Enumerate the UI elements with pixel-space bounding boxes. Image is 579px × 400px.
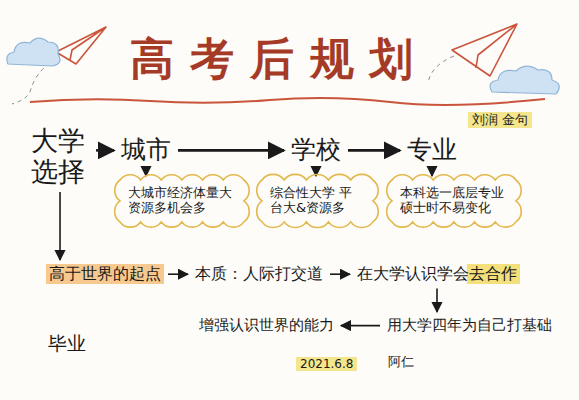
key-point: 高于世界的起点	[46, 264, 164, 284]
chain-step: 本质：人际打交道	[192, 264, 326, 284]
cloud-note: 本科选一底层专业 硕士时不易变化	[392, 180, 516, 222]
arrow-connector	[168, 273, 188, 275]
root-topic: 大学选择	[28, 124, 92, 188]
chain-step: 用大学四年为自己打基础	[384, 316, 555, 335]
node-text: 增强认识世界的能力	[199, 317, 334, 334]
arrow-connector	[436, 288, 438, 312]
title: 高考后规划	[130, 30, 429, 89]
flight-trail	[428, 56, 454, 84]
arrow-connector	[96, 149, 114, 152]
cloud-decoration	[7, 38, 60, 66]
cloud-decoration	[490, 66, 559, 94]
arrow-connector	[431, 170, 433, 176]
paper-plane	[56, 27, 106, 64]
topic: 学校	[288, 135, 344, 166]
node-text: 本科选一底层专业 硕士时不易变化	[400, 186, 508, 216]
cloud-note: 大城市经济体量大 资源多机会多	[120, 180, 244, 222]
node-text: 专业	[407, 136, 457, 165]
node-text: 用大学四年为自己打基础	[387, 317, 552, 334]
title-underline	[30, 98, 545, 105]
arrow-connector	[348, 149, 400, 152]
node-text: 大城市经济体量大 资源多机会多	[128, 186, 236, 216]
topic: 城市	[118, 135, 174, 166]
node-text: 在大学认识学会去合作	[357, 265, 517, 283]
arrow-connector	[330, 273, 350, 275]
node-text: 城市	[121, 136, 171, 165]
chain-step: 在大学认识学会去合作	[354, 264, 520, 284]
topic: 专业	[404, 135, 460, 166]
node-text: 本质：人际打交道	[195, 265, 323, 283]
node-text: 高于世界的起点	[49, 265, 161, 283]
author-tag: 刘润 金句	[468, 112, 532, 128]
node-text: 综合性大学 平台大&资源多	[270, 186, 365, 216]
node-text: 学校	[291, 136, 341, 165]
arrow-connector	[178, 149, 284, 152]
signature: 阿仁	[384, 354, 418, 370]
signature: 毕业	[44, 332, 90, 355]
node-text: 大学选择	[31, 125, 89, 187]
arrow-connector	[341, 325, 380, 327]
cloud-note: 综合性大学 平台大&资源多	[262, 180, 373, 222]
date: 2021.6.8	[296, 357, 357, 371]
chain-step: 增强认识世界的能力	[196, 316, 337, 335]
arrow-connector	[59, 192, 61, 260]
paper-plane	[452, 24, 517, 76]
